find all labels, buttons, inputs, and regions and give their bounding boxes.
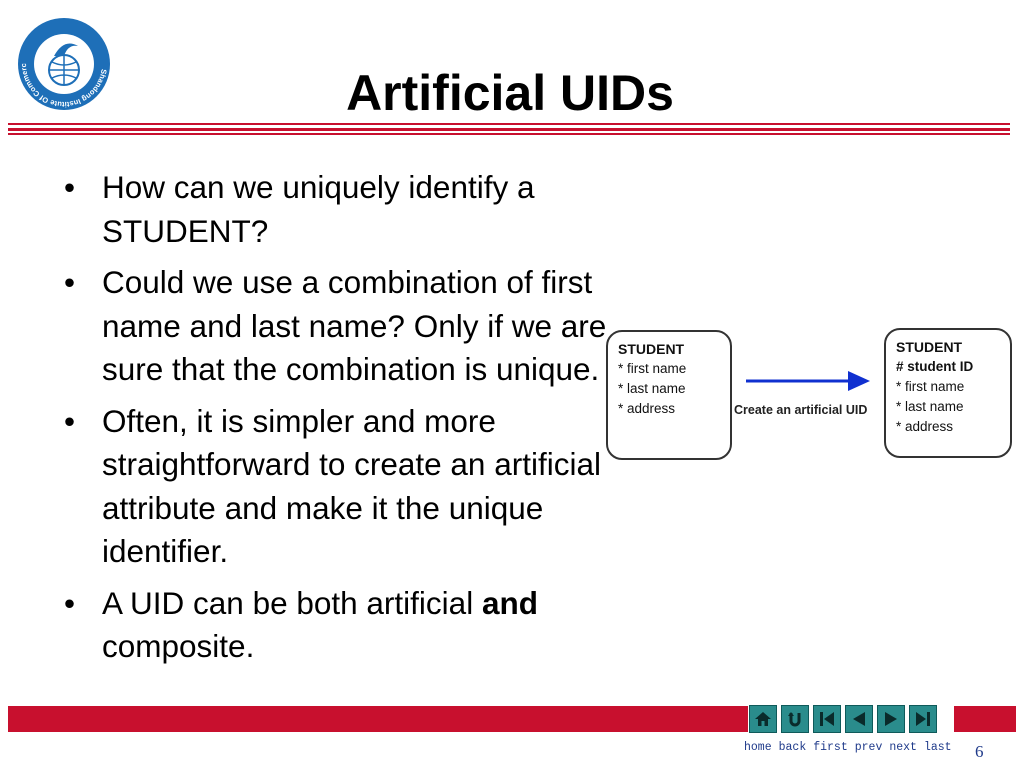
entity-attribute: * last name [896, 399, 964, 414]
nav-prev-button[interactable] [845, 705, 873, 733]
nav-last-link[interactable]: last [923, 741, 952, 754]
title-rule-bottom [8, 133, 1010, 135]
nav-home-link[interactable]: home [744, 741, 772, 754]
next-icon [885, 712, 897, 726]
bullet-item: • Often, it is simpler and more straight… [60, 400, 620, 574]
bullet-dot: • [64, 169, 76, 205]
entity-attribute: * last name [618, 381, 686, 396]
nav-back-button[interactable] [781, 705, 809, 733]
bullet-list: • How can we uniquely identify a STUDENT… [60, 166, 620, 677]
first-icon [820, 712, 834, 726]
footer-bar-left [8, 706, 748, 732]
entity-attribute: * first name [618, 361, 687, 376]
transform-arrow-icon [746, 371, 870, 391]
page-number: 6 [975, 742, 984, 761]
bullet-dot: • [64, 584, 76, 621]
bullet-item: • How can we uniquely identify a STUDENT… [60, 166, 620, 253]
footer-bar-right [954, 706, 1016, 732]
nav-next-button[interactable] [877, 705, 905, 733]
nav-button-group [749, 705, 937, 735]
nav-prev-link[interactable]: prev [854, 741, 883, 754]
nav-last-button[interactable] [909, 705, 937, 733]
nav-home-button[interactable] [749, 705, 777, 733]
bullet-text-after: composite. [102, 628, 255, 664]
prev-icon [853, 712, 865, 726]
title-rule-top [8, 123, 1010, 125]
bullet-text: Often, it is simpler and more straightfo… [102, 402, 601, 570]
last-icon [916, 712, 930, 726]
bullet-dot: • [64, 402, 76, 439]
nav-first-button[interactable] [813, 705, 841, 733]
entity-name: STUDENT [896, 339, 963, 355]
entity-attribute: * address [618, 401, 676, 416]
slide-title: Artificial UIDs [346, 64, 674, 121]
title-rule-middle [8, 128, 1010, 131]
entity-name: STUDENT [618, 341, 685, 357]
bullet-text-bold: and [481, 584, 538, 621]
institute-logo: Shandong Institute Of Commerce [14, 9, 112, 112]
nav-first-link[interactable]: first [813, 741, 848, 754]
institute-seal-icon: Shandong Institute Of Commerce [14, 9, 110, 110]
bullet-text-before: A UID can be both artificial [102, 584, 482, 621]
nav-back-link[interactable]: back [778, 741, 807, 754]
bullet-item: • A UID can be both artificial and compo… [60, 582, 620, 669]
entity-attribute: * first name [896, 379, 965, 394]
entity-student-with-uid: STUDENT # student ID * first name * last… [884, 328, 1012, 458]
arrow-label: Create an artificial UID [734, 403, 868, 417]
entity-student-original: STUDENT * first name * last name * addre… [606, 330, 732, 460]
nav-label-row: home back first prev next last [744, 741, 952, 754]
entity-key-attribute: # student ID [896, 359, 974, 374]
entity-attribute: * address [896, 419, 954, 434]
bullet-text: Could we use a combination of first name… [102, 264, 607, 387]
bullet-dot: • [64, 264, 76, 300]
nav-next-link[interactable]: next [889, 741, 917, 754]
bullet-item: • Could we use a combination of first na… [60, 261, 620, 392]
back-icon [788, 712, 801, 727]
home-icon [755, 712, 771, 726]
bullet-text: How can we uniquely identify a STUDENT? [102, 169, 535, 249]
